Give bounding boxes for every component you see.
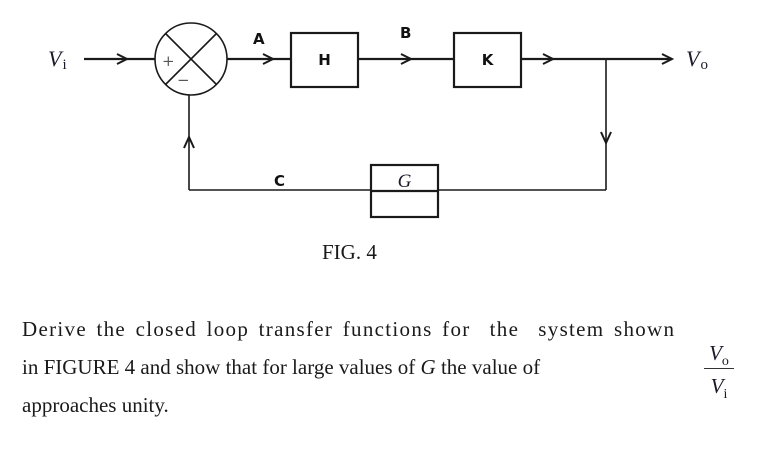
node-label-a: A	[253, 30, 265, 48]
fraction-denominator: Vi	[710, 374, 728, 403]
question-line-2: in FIGURE 4 and show that for large valu…	[22, 348, 762, 386]
block-k-label: K	[482, 51, 495, 69]
output-arrowhead-2	[661, 53, 675, 65]
transfer-fraction: Vo Vi	[704, 340, 734, 403]
arrowhead-a	[262, 53, 276, 65]
question-line-3: approaches unity.	[22, 393, 169, 417]
output-label-vo: Vo	[686, 46, 708, 73]
node-label-b: B	[400, 24, 411, 42]
node-label-c: C	[274, 172, 285, 190]
block-h	[289, 31, 360, 89]
input-arrowhead	[116, 53, 130, 65]
question-line-1: Derive the closed loop transfer function…	[22, 317, 676, 341]
block-diagram: Vi + − A H B K Vo C G	[48, 22, 708, 219]
block-k	[452, 31, 523, 89]
block-g-label: G	[398, 171, 412, 192]
question-text: Derive the closed loop transfer function…	[22, 310, 762, 424]
output-arrowhead-1	[542, 53, 556, 65]
feedback-down-arrowhead	[600, 131, 612, 146]
input-label-vi: Vi	[48, 46, 67, 73]
fraction-numerator: Vo	[709, 341, 729, 370]
variable-g: G	[420, 355, 436, 379]
block-h-label: H	[318, 51, 331, 69]
feedback-up-arrowhead	[183, 134, 195, 149]
question-line-2-pre: in FIGURE 4 and show that for large valu…	[22, 355, 421, 379]
question-line-2-post: the value of	[435, 355, 541, 379]
fraction-bar	[704, 368, 734, 369]
minus-sign: −	[177, 71, 190, 89]
figure-caption: FIG. 4	[322, 240, 377, 264]
summing-junction: + −	[154, 22, 228, 96]
arrowhead-b	[400, 53, 414, 65]
plus-sign: +	[162, 52, 175, 70]
